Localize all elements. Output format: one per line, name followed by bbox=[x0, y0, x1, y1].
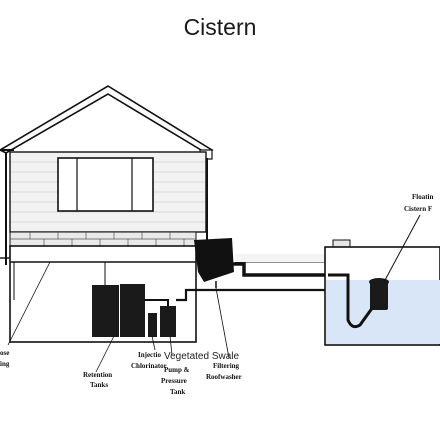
filtering-roofwasher bbox=[194, 238, 234, 282]
label-hose-bib: ing bbox=[0, 360, 10, 368]
label-pump-pressure-tank: Pump & bbox=[164, 366, 190, 374]
brick-joints bbox=[10, 232, 196, 246]
hose-leader bbox=[7, 261, 51, 346]
floating-filter-leader bbox=[383, 214, 421, 283]
label-hose-bib: ose bbox=[0, 349, 9, 357]
slide-title: Cistern bbox=[183, 14, 257, 40]
label-pump-pressure-tank: Pressure bbox=[161, 377, 187, 385]
vegetated-swale-caption: Vegetated Swale bbox=[164, 351, 239, 362]
retention-tank-2 bbox=[120, 284, 145, 337]
label-injection-chlorinator: Injectio bbox=[138, 351, 161, 359]
label-floating-cistern-filter: Floatin bbox=[412, 193, 433, 201]
label-pump-pressure-tank: Tank bbox=[170, 388, 185, 396]
chlorinator-leader bbox=[151, 335, 156, 351]
label-injection-chlorinator: Chlorinator bbox=[131, 362, 167, 370]
house-window bbox=[57, 157, 154, 212]
return-pipe bbox=[176, 288, 330, 302]
retention-tank-1 bbox=[92, 285, 119, 337]
cistern-intake-pipe bbox=[328, 273, 380, 329]
label-retention-tanks: Tanks bbox=[90, 381, 108, 389]
house-roof bbox=[0, 85, 214, 154]
floating-filter bbox=[370, 282, 388, 310]
floating-filter-float bbox=[369, 278, 389, 286]
retention-leader bbox=[95, 335, 115, 373]
pump-pipe bbox=[145, 299, 169, 306]
main-pipe bbox=[232, 262, 328, 277]
label-floating-cistern-filter: Cistern F bbox=[404, 205, 432, 213]
injection-chlorinator bbox=[148, 313, 157, 337]
cistern-lid bbox=[332, 239, 351, 248]
label-retention-tanks: Retention bbox=[83, 371, 112, 379]
pump-leader bbox=[169, 335, 173, 356]
label-filtering-roofwasher: Roofwasher bbox=[206, 373, 242, 381]
roofwasher-leader bbox=[215, 287, 230, 359]
pump-pressure-tank bbox=[160, 306, 176, 337]
label-filtering-roofwasher: Filtering bbox=[213, 362, 240, 370]
